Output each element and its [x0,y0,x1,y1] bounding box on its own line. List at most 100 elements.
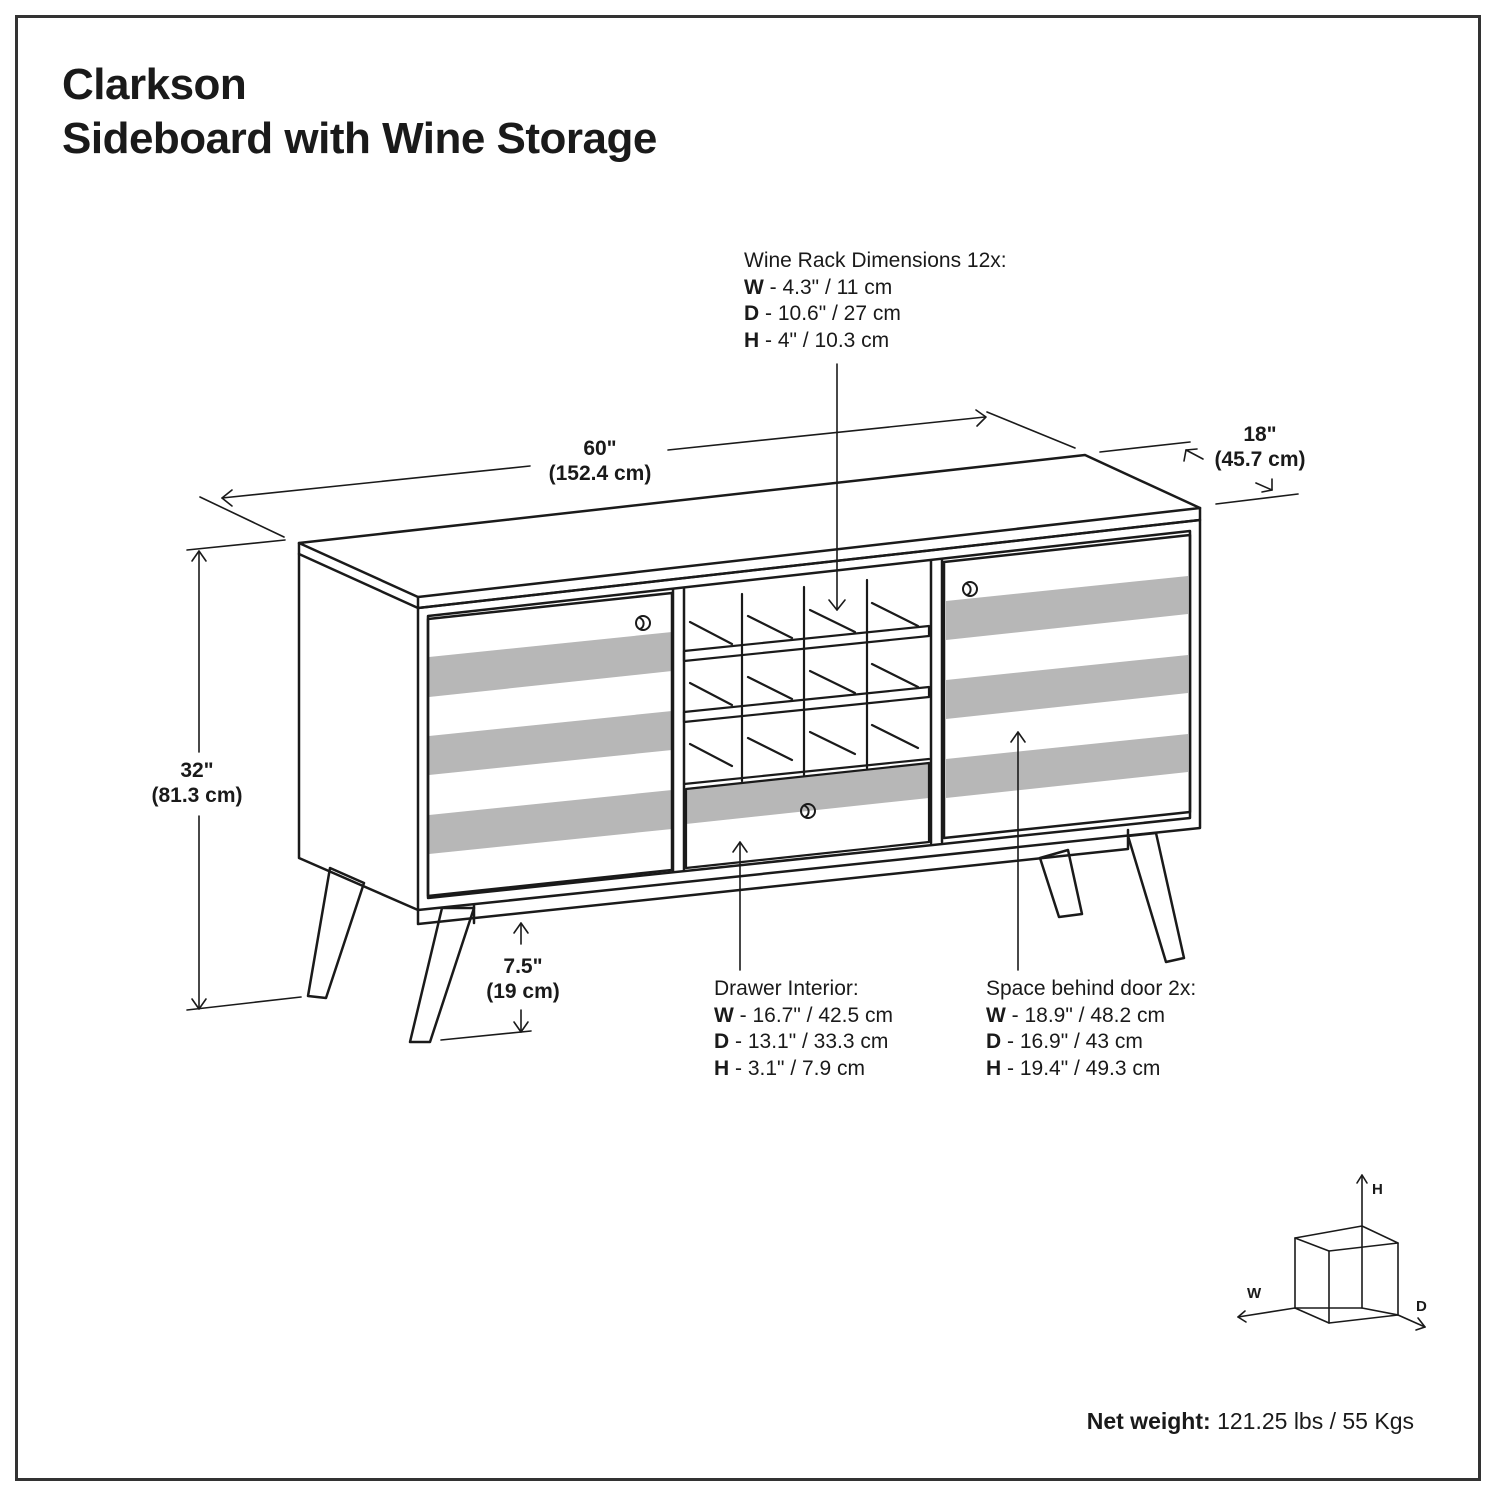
leg-front-right [1126,831,1186,964]
rack-diag-1b [746,614,794,640]
drawer-pointer-arrow [732,841,748,853]
leg-back-right [1038,848,1084,919]
width-line-b [667,416,986,451]
net-weight: Net weight: 121.25 lbs / 55 Kgs [1087,1408,1414,1435]
door-space-h: H - 19.4" / 49.3 cm [986,1056,1161,1080]
leg-arrow-bottom [513,1021,529,1033]
height-arrow-bottom [191,998,207,1010]
leg-back-left [306,866,366,1000]
right-door-stripe-1 [946,576,1188,640]
width-label: 60" (152.4 cm) [540,436,660,486]
door-pointer-arrow [1010,731,1026,743]
drawer-spec: Drawer Interior: W - 16.7" / 42.5 cm D -… [714,976,893,1082]
drawer-front [684,761,931,870]
legs [306,831,1186,1044]
wine-rack-w: W - 4.3" / 11 cm [744,275,893,299]
depth-label: 18" (45.7 cm) [1205,422,1315,472]
axis-w-line [1237,1307,1296,1318]
rack-diag-3c [808,730,857,756]
page-title: Clarkson Sideboard with Wine Storage [62,58,657,166]
axis-h-arrow [1356,1174,1368,1184]
right-door-knob-icon [962,581,978,597]
height-ext-bottom [186,996,302,1011]
height-ext-top [186,539,286,551]
width-inches: 60" [583,437,617,460]
left-door-knob-icon [635,615,651,631]
axis-d-arrow [1415,1317,1426,1331]
rack-diag-1a [688,620,734,646]
wine-rack-d: D - 10.6" / 27 cm [744,302,901,325]
width-cm: (152.4 cm) [548,462,652,485]
axis-h-label: H [1372,1181,1383,1198]
drawer-stripe [686,763,929,824]
depth-inches: 18" [1243,423,1277,446]
wine-rack-h: H - 4" / 10.3 cm [744,328,890,352]
drawer-heading: Drawer Interior: [714,977,859,1000]
rack-diag-3d [870,723,920,750]
door-space-spec: Space behind door 2x: W - 18.9" / 48.2 c… [986,976,1196,1082]
title-line-2: Sideboard with Wine Storage [62,114,657,163]
door-stripes [429,576,1188,854]
axis-d-line [1397,1314,1426,1328]
left-door-stripe-2 [429,711,672,775]
knobs [635,581,978,819]
drawer-knob-icon [800,803,816,819]
rack-diag-1c [808,608,857,634]
leg-arrow-top [513,922,529,934]
width-ext-right [986,411,1076,449]
height-label: 32" (81.3 cm) [137,758,257,808]
rack-diag-2b [746,675,794,701]
leg-height-label: 7.5" (19 cm) [476,954,570,1004]
width-ext-left [199,496,285,538]
leg-inches: 7.5" [503,955,543,978]
depth-line-a [1185,449,1204,460]
depth-line-b [1255,482,1273,491]
wine-rack-pointer-arrow [828,599,846,611]
front-inner-frame [426,529,1192,900]
title-line-1: Clarkson [62,60,247,109]
height-cm: (81.3 cm) [151,784,243,807]
depth-ext-top [1099,441,1191,453]
net-weight-label: Net weight: [1086,1408,1211,1434]
depth-ext-bottom [1215,493,1299,505]
depth-cm: (45.7 cm) [1214,448,1306,471]
leg-ext-bottom [440,1030,532,1041]
door-space-d: D - 16.9" / 43 cm [986,1030,1143,1053]
cabinet-body [297,453,1202,926]
rack-diag-2d [870,662,920,689]
rack-diag-3b [746,736,794,762]
cube-bottom-edge [1294,1307,1330,1324]
rack-diag-1d [870,601,920,628]
rack-diag-3a [688,742,734,768]
depth-arrow-bottom [1261,478,1273,493]
door-space-w: W - 18.9" / 48.2 cm [986,1003,1166,1027]
width-arrow-left [221,489,233,507]
outer-frame [15,15,1481,1481]
door-space-heading: Space behind door 2x: [986,977,1197,1000]
left-door [426,591,674,898]
axis-w-label: W [1247,1285,1262,1302]
cube-right [1328,1242,1399,1324]
height-inches: 32" [180,759,214,782]
axis-d-label: D [1416,1298,1427,1315]
rack-diag-2a [688,681,734,707]
height-arrow-top [191,550,207,562]
rack-shelf-2 [682,685,931,724]
left-side-panel [297,552,420,912]
cube-top [1294,1225,1399,1252]
wine-rack [682,578,931,870]
wine-rack-spec: Wine Rack Dimensions 12x: W - 4.3" / 11 … [744,248,1007,354]
wine-rack-heading: Wine Rack Dimensions 12x: [744,249,1007,272]
front-face [416,518,1202,912]
cube-bottom-back [1361,1307,1399,1316]
drawer-d: D - 13.1" / 33.3 cm [714,1030,889,1053]
rack-shelf-1 [682,624,931,663]
right-door-stripe-3 [946,734,1188,798]
net-weight-value: 121.25 lbs / 55 Kgs [1210,1408,1414,1434]
left-door-stripe-1 [429,632,672,697]
leg-cm: (19 cm) [486,980,560,1003]
left-door-stripe-3 [429,790,672,854]
drawer-h: H - 3.1" / 7.9 cm [714,1056,866,1080]
axis-w-arrow [1237,1310,1247,1323]
leg-front-left [408,906,476,1044]
